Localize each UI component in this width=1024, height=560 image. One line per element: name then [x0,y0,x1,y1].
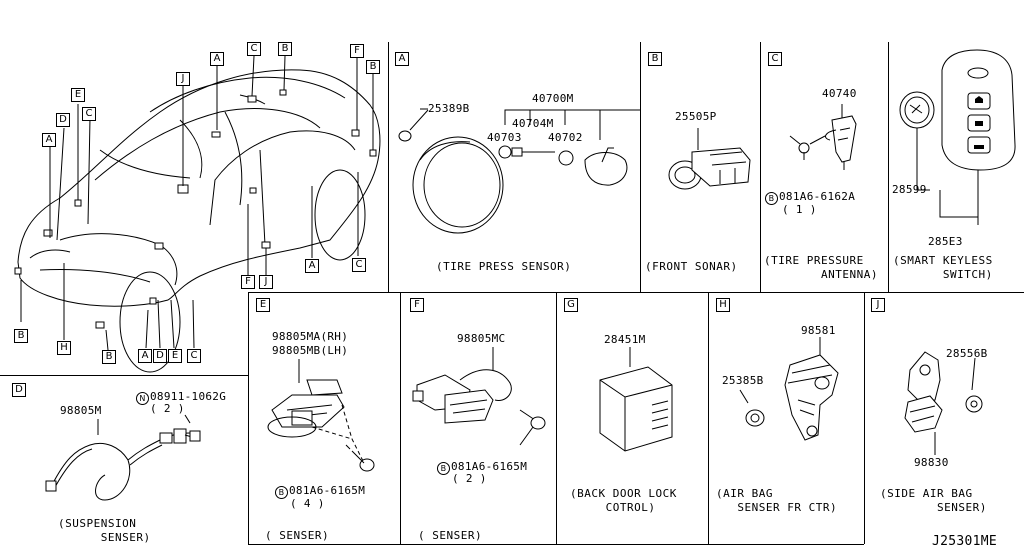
front-sonar-drawing [668,128,751,190]
part-25505p: 25505P [675,110,717,123]
divider [760,42,761,292]
nut-quantity: ( 2 ) [150,402,185,415]
car-tag-d: D [153,349,167,363]
car-tag-a: A [210,52,224,66]
side-airbag-drawing [904,351,983,455]
bolt-part-number: 081A6-6162A [779,190,856,203]
car-tag-g: F [350,44,364,58]
part-25389b: 25389B [428,102,470,115]
part-40700m: 40700M [532,92,574,105]
bolt-symbol: B [437,462,450,475]
section-g-tag: G [564,298,578,312]
part-28556b: 28556B [946,347,988,360]
bolt-part-number: 081A6-6165M [289,484,366,497]
divider [400,292,401,544]
section-c-tag: C [768,52,782,66]
car-tag-b: B [102,350,116,364]
part-285e3: 285E3 [928,235,963,248]
car-tag-c: C [187,349,201,363]
nut-symbol: N [136,392,149,405]
section-c-caption: (TIRE PRESSURE ANTENNA) [764,254,878,281]
back-door-control-drawing [599,347,673,452]
divider [888,42,889,292]
diagram-code: J25301ME [932,534,998,549]
bolt-quantity: ( 1 ) [782,203,817,216]
bolt-quantity: ( 2 ) [452,472,487,485]
keyless-caption: (SMART KEYLESS SWITCH) [893,254,993,281]
part-98805ma-rh: 98805MA(RH) [272,330,349,343]
car-tag-c: C [247,42,261,56]
section-b-caption: (FRONT SONAR) [645,260,738,273]
car-tag-b: B [278,42,292,56]
divider [388,42,389,292]
divider [556,292,557,544]
part-98805mc: 98805MC [457,332,506,345]
part-98805m: 98805M [60,404,102,417]
nut-part-number: 08911-1062G [150,390,227,403]
part-40740: 40740 [822,87,857,100]
part-40704m: 40704M [512,117,554,130]
car-tag-d: D [56,113,70,127]
part-98805mb-lh: 98805MB(LH) [272,344,349,357]
car-tag-h: H [57,341,71,355]
tire-sensor-drawing [398,100,640,234]
bolt-symbol: B [275,486,288,499]
part-98581: 98581 [801,324,836,337]
antenna-drawing [789,104,857,170]
section-b-tag: B [648,52,662,66]
car-illustration [14,55,381,373]
car-tag-a: A [305,259,319,273]
car-tag-a: A [42,133,56,147]
car-tag-c: C [82,107,96,121]
car-tag-j: J [176,72,190,86]
divider [640,42,641,292]
part-28599: 28599 [892,183,927,196]
bolt-symbol: B [765,192,778,205]
divider [248,292,388,293]
car-tag-f: F [241,275,255,289]
senser-e-drawing [267,359,375,472]
section-h-tag: H [716,298,730,312]
car-tag-e: E [168,349,182,363]
divider [708,292,709,544]
section-h-caption: (AIR BAG SENSER FR CTR) [716,487,838,514]
suspension-sensor-drawing [45,414,201,501]
car-tag-a: A [138,349,152,363]
section-e-caption: ( SENSER) [265,529,330,542]
keyless-switch-drawing [899,49,1016,225]
part-40702: 40702 [548,131,583,144]
part-25385b: 25385B [722,374,764,387]
section-g-caption: (BACK DOOR LOCK COTROL) [570,487,677,514]
divider [388,292,1024,293]
part-98830: 98830 [914,456,949,469]
car-tag-b: B [14,329,28,343]
divider [248,544,864,545]
section-f-tag: F [410,298,424,312]
section-e-tag: E [256,298,270,312]
section-j-tag: J [871,298,885,312]
car-tag-c: C [352,258,366,272]
section-d-caption: (SUSPENSION SENSER) [58,517,151,544]
bolt-part-number: 081A6-6165M [451,460,528,473]
car-tag-e: E [71,88,85,102]
section-f-caption: ( SENSER) [418,529,483,542]
bolt-quantity: ( 4 ) [290,497,325,510]
divider [864,292,865,544]
car-tag-b: B [366,60,380,74]
section-a-caption: (TIRE PRESS SENSOR) [436,260,572,273]
section-a-tag: A [395,52,409,66]
car-tag-j: J [259,275,273,289]
divider [248,292,249,544]
senser-f-drawing [412,347,546,446]
divider [0,375,248,376]
section-d-tag: D [12,383,26,397]
section-j-caption: (SIDE AIR BAG SENSER) [880,487,987,514]
part-40703: 40703 [487,131,522,144]
part-28451m: 28451M [604,333,646,346]
airbag-fr-ctr-drawing [739,337,839,441]
